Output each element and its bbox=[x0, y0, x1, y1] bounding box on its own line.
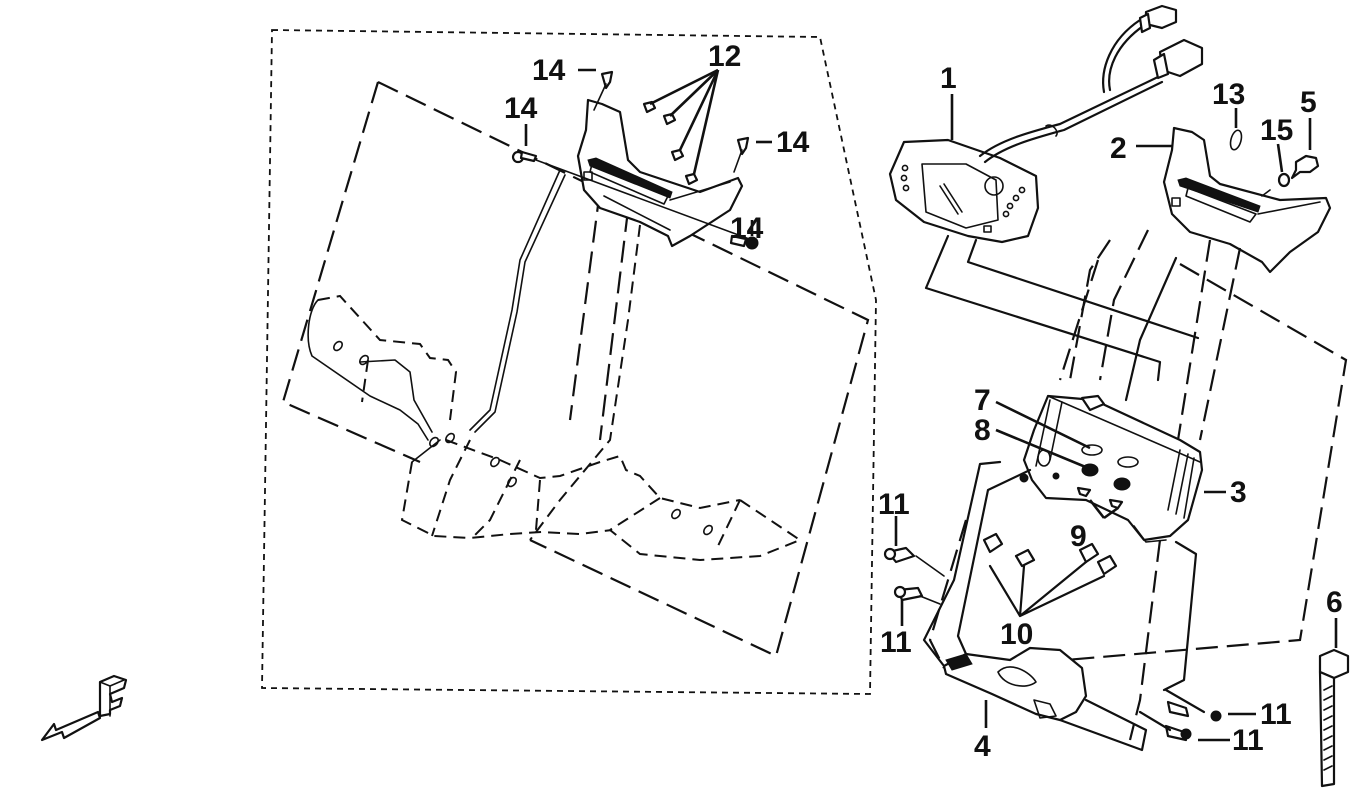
collars-10 bbox=[982, 532, 1118, 576]
speedometer-meter bbox=[888, 138, 1040, 244]
callout-11-upper-right: 11 bbox=[1260, 698, 1292, 731]
callout-labels: 1 2 3 4 5 6 7 8 9 10 11 11 11 11 12 13 1… bbox=[504, 40, 1343, 763]
bracket-4 bbox=[942, 646, 1088, 722]
callout-4: 4 bbox=[974, 730, 991, 763]
callout-6: 6 bbox=[1326, 586, 1343, 619]
callout-1: 1 bbox=[940, 62, 957, 95]
washer-15 bbox=[1277, 172, 1291, 188]
screws-12 bbox=[642, 100, 699, 186]
callout-14-left: 14 bbox=[504, 92, 538, 125]
assembly-boundary bbox=[261, 29, 877, 695]
grommets bbox=[1076, 444, 1139, 510]
cowl-assembly bbox=[281, 68, 870, 658]
callout-12: 12 bbox=[708, 40, 741, 73]
screws-14 bbox=[511, 70, 759, 250]
upper-bracket-left bbox=[576, 98, 744, 248]
meter-bracket bbox=[1019, 394, 1204, 543]
bolt-5 bbox=[1290, 154, 1320, 180]
callout-3: 3 bbox=[1230, 476, 1247, 509]
callout-11-lower-right: 11 bbox=[1232, 724, 1264, 757]
meter-assembly bbox=[883, 4, 1350, 788]
cowl-mounting-holes bbox=[333, 340, 713, 536]
bolts-11 bbox=[883, 546, 1222, 742]
callout-11-lower-left: 11 bbox=[880, 626, 912, 659]
connectors bbox=[1138, 4, 1204, 80]
callout-10: 10 bbox=[1000, 618, 1033, 651]
callout-11-upper-left: 11 bbox=[878, 488, 910, 521]
callout-5: 5 bbox=[1300, 86, 1317, 119]
callout-7: 7 bbox=[974, 384, 991, 417]
callout-14-right: 14 bbox=[776, 126, 810, 159]
callout-13: 13 bbox=[1212, 78, 1245, 111]
callout-2: 2 bbox=[1110, 132, 1127, 165]
callout-8: 8 bbox=[974, 414, 991, 447]
callout-14-lower: 14 bbox=[730, 212, 764, 245]
callout-14-top: 14 bbox=[532, 54, 566, 87]
front-direction-icon: F bbox=[40, 674, 128, 742]
upper-bracket-right bbox=[1162, 126, 1332, 274]
callout-15: 15 bbox=[1260, 114, 1293, 147]
o-ring-13 bbox=[1229, 129, 1243, 151]
cable-tie-6 bbox=[1318, 648, 1350, 788]
callout-9: 9 bbox=[1070, 520, 1087, 553]
